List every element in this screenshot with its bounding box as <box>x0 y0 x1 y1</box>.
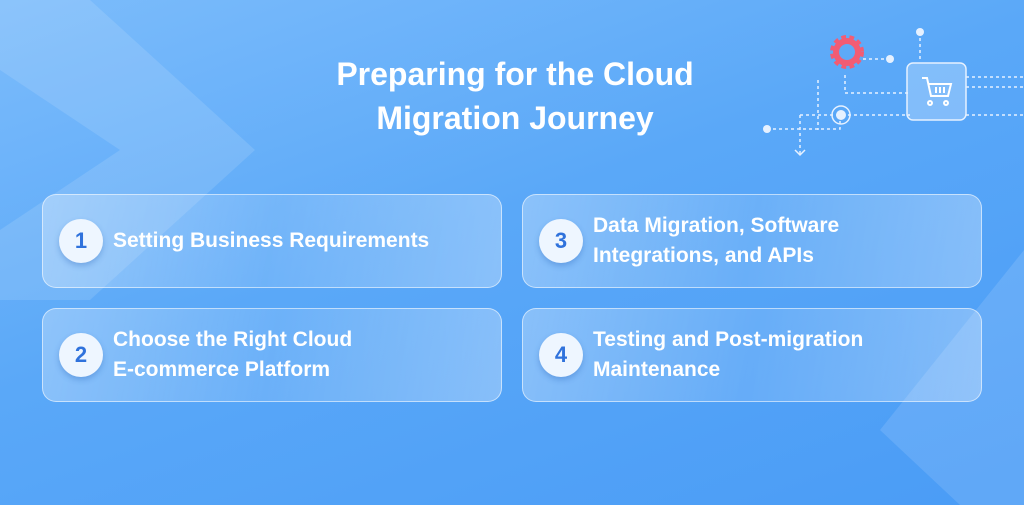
step-number: 3 <box>539 219 583 263</box>
step-label: Setting Business Requirements <box>113 229 430 252</box>
gear-icon <box>830 35 864 69</box>
step-card-1: 1 Setting Business Requirements <box>42 194 502 288</box>
cloud-network-illustration <box>763 28 1024 157</box>
shopping-cart-icon <box>922 77 953 106</box>
step-number: 4 <box>539 333 583 377</box>
step-number: 2 <box>59 333 103 377</box>
step-number: 1 <box>59 219 103 263</box>
